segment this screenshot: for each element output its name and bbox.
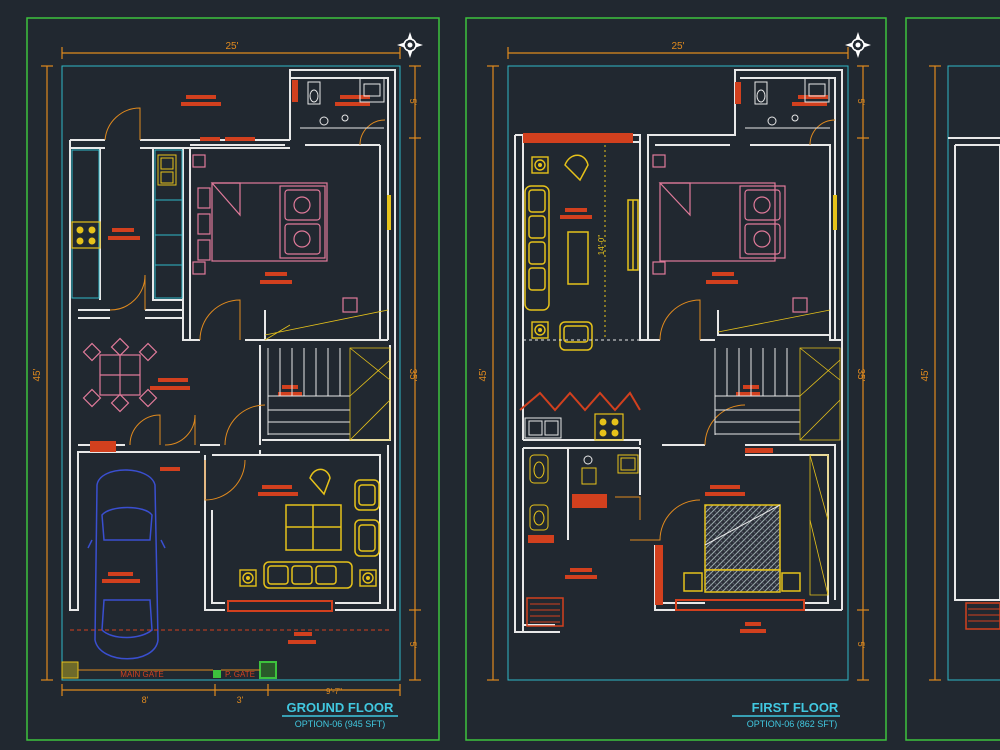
ff-dim-right-bottom: 5' (856, 642, 866, 649)
ff-bed-icon (652, 154, 808, 313)
gf-dimensions (41, 47, 421, 696)
ff-dim-right-top: 5' (856, 99, 866, 106)
gf-room-labels (90, 80, 370, 644)
gate-post-right (259, 661, 277, 679)
wc-icon (300, 77, 385, 129)
ff-wc-icon (745, 77, 830, 129)
ground-floor-sheet: 25' 45' 35' 5' 5' 8' 3' 9'-7" (26, 17, 440, 741)
ff-subtitle: OPTION-06 (862 SFT) (747, 719, 838, 729)
gf-doors (104, 107, 386, 501)
ff-void-dim: 14'-0" (597, 235, 606, 256)
stove-icon (71, 221, 101, 249)
ff-room-labels (523, 82, 828, 633)
gate-post-mid (213, 670, 221, 678)
gf-dim-right-top: 5' (408, 99, 418, 106)
gf-dim-bottom-3: 9'-7" (326, 687, 342, 696)
ff-zigzag (519, 391, 641, 412)
gf-dim-bottom-2: 3' (237, 695, 244, 705)
north-arrow-icon (396, 31, 424, 59)
ff-toilet-icon (529, 454, 639, 531)
roof-dim-left: 45' (920, 368, 931, 381)
ff-bed-2-icon (683, 504, 801, 593)
ff-stove-icon (594, 413, 624, 441)
roof-sheet: 45' (905, 17, 1000, 741)
ff-dim-left: 45' (478, 368, 489, 381)
ff-sofa-icon (524, 154, 639, 351)
sofa-icon (263, 468, 380, 589)
main-gate-label: MAIN GATE (120, 670, 163, 679)
gf-dim-bottom-1: 8' (142, 695, 149, 705)
gf-stairs (267, 348, 350, 435)
gate-post-left (61, 661, 79, 679)
ff-north-arrow-icon (844, 31, 872, 59)
gf-dim-right-bottom: 5' (408, 642, 418, 649)
ff-doors (615, 119, 836, 541)
bed-icon (192, 154, 358, 313)
gf-stair-hatch (264, 309, 391, 441)
ff-balcony-hatch (530, 603, 560, 623)
gf-sink (157, 154, 177, 186)
ff-dimensions (487, 47, 869, 681)
ff-kitchen (524, 417, 562, 439)
ff-walls (514, 69, 843, 633)
gf-dim-right-main: 35' (407, 368, 418, 381)
ff-dim-top: 25' (671, 41, 684, 52)
gf-dim-top: 25' (225, 41, 238, 52)
dining-table-icon (82, 337, 158, 413)
first-floor-sheet: 25' 45' 35' 5' 5' 14'-0" (465, 17, 887, 741)
ff-dim-right-main: 35' (855, 368, 866, 381)
ff-stairs (714, 348, 800, 435)
gf-title: GROUND FLOOR (287, 700, 394, 715)
ff-bath-fixtures (572, 455, 607, 508)
car-icon (87, 469, 166, 660)
gf-dim-left: 45' (32, 368, 43, 381)
ff-stair-hatch (717, 309, 841, 596)
gf-subtitle: OPTION-06 (945 SFT) (295, 719, 386, 729)
p-gate-label: P. GATE (225, 670, 255, 679)
ff-title: FIRST FLOOR (752, 700, 839, 715)
